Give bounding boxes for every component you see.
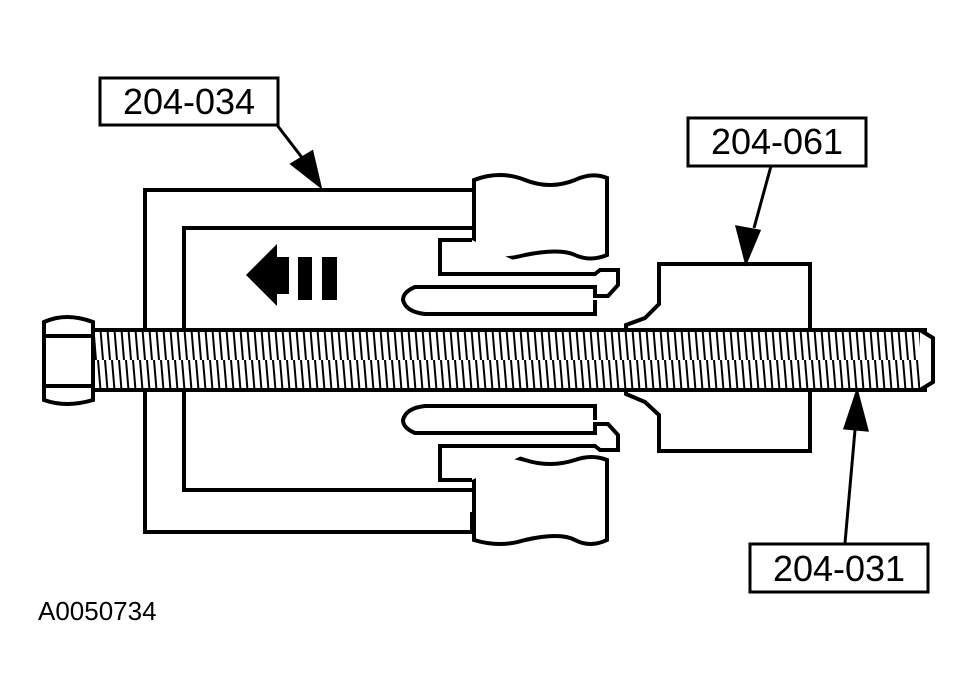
callout-puller: 204-034 [98,76,280,127]
lower-jaw-block [472,454,609,546]
forcing-screw-tip [918,328,935,392]
lower-jaw-finger [400,404,620,482]
bolt-head [42,315,95,406]
callout-forcing-screw-label: 204-031 [773,548,905,589]
callout-puller-label: 204-034 [123,81,255,122]
callout-adapter-label: 204-061 [711,121,843,162]
callout-adapter: 204-061 [686,116,868,168]
leader-arrowhead [734,225,762,267]
arrow-left-icon [246,244,337,306]
leader-arrowhead [842,386,869,432]
leader-lines [275,124,869,544]
forcing-screw-thread [91,328,927,392]
callout-forcing-screw: 204-031 [748,542,930,594]
upper-jaw-block [472,173,609,261]
upper-jaw-finger [400,238,620,316]
figure-id: A0050734 [38,596,157,626]
leader-arrowhead [289,149,323,190]
